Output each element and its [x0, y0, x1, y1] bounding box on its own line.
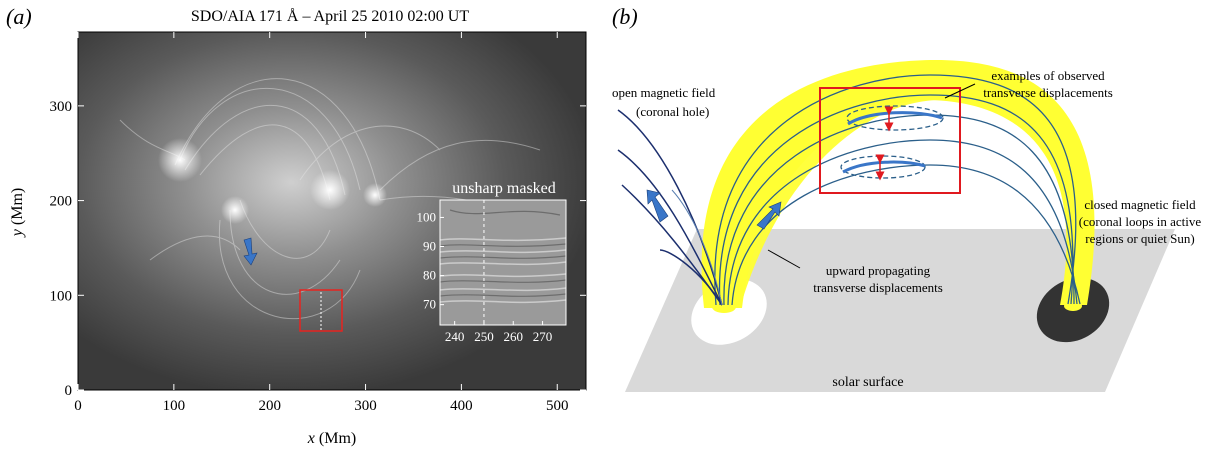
panel-a: (a) SDO/AIA 171 Å – April 25 2010 02:00 … — [6, 4, 587, 447]
inset-x-tick-label: 250 — [474, 329, 494, 344]
examples-pointer — [944, 83, 976, 99]
coronal-loop-outer — [701, 59, 1095, 309]
loop-arrow-icon — [756, 201, 782, 230]
inset-x-tick-label: 260 — [504, 329, 524, 344]
closed-field-label-1: closed magnetic field — [1084, 197, 1196, 212]
x-axis-label: x (Mm) — [307, 430, 356, 447]
y-tick-label: 0 — [65, 383, 73, 399]
oscillation-lower — [840, 154, 926, 181]
y-tick-label: 100 — [50, 288, 73, 304]
y-tick-label: 200 — [50, 194, 73, 210]
x-tick-label: 0 — [74, 398, 82, 414]
inset-y-tick-label: 80 — [423, 268, 436, 283]
open-field-lines — [617, 109, 723, 306]
inset-x-tick-label: 240 — [445, 329, 465, 344]
x-tick-label: 400 — [450, 398, 473, 414]
panel-a-title: SDO/AIA 171 Å – April 25 2010 02:00 UT — [191, 7, 469, 25]
examples-label-2: transverse displacements — [983, 85, 1113, 100]
panel-b: (b) solar surface — [612, 4, 1201, 392]
open-field-arrow-icon — [646, 189, 669, 223]
panel-a-label: (a) — [6, 4, 32, 29]
observed-displacement-box — [819, 87, 961, 194]
x-tick-label: 500 — [546, 398, 569, 414]
y-tick-label: 300 — [50, 99, 73, 115]
panel-a-axes: 0 100 200 300 400 500 0 100 200 300 — [50, 32, 586, 414]
x-tick-label: 100 — [163, 398, 186, 414]
x-tick-label: 200 — [258, 398, 281, 414]
inset-y-tick-label: 70 — [423, 297, 436, 312]
upward-label-1: upward propagating — [826, 263, 931, 278]
panel-b-label: (b) — [612, 4, 638, 29]
inset-x-tick-label: 270 — [533, 329, 553, 344]
closed-field-label-2: (coronal loops in active — [1079, 214, 1202, 229]
inset-y-tick-label: 90 — [423, 239, 436, 254]
inset-axes: 240 250 260 270 70 80 90 100 — [417, 200, 553, 344]
open-field-label-1: open magnetic field — [612, 85, 716, 100]
solar-surface-label: solar surface — [832, 375, 903, 390]
region-highlight-box — [299, 289, 343, 332]
upward-label-2: transverse displacements — [813, 280, 943, 295]
propagation-arrow-icon — [243, 237, 258, 266]
oscillation-upper — [846, 105, 944, 132]
inset-frame — [439, 199, 567, 326]
open-field-label-2: (coronal hole) — [636, 104, 709, 119]
y-axis-label: y (Mm) — [9, 188, 26, 238]
image-frame — [77, 31, 587, 391]
closed-field-lines — [714, 74, 1081, 306]
upward-pointer — [767, 249, 801, 269]
closed-field-label-3: regions or quiet Sun) — [1085, 231, 1194, 246]
examples-label-1: examples of observed — [991, 68, 1105, 83]
inset-title: unsharp masked — [452, 180, 556, 197]
inset-image — [440, 200, 566, 325]
inset-y-tick-label: 100 — [417, 209, 437, 224]
solar-surface-plane — [625, 229, 1175, 392]
x-tick-label: 300 — [354, 398, 377, 414]
